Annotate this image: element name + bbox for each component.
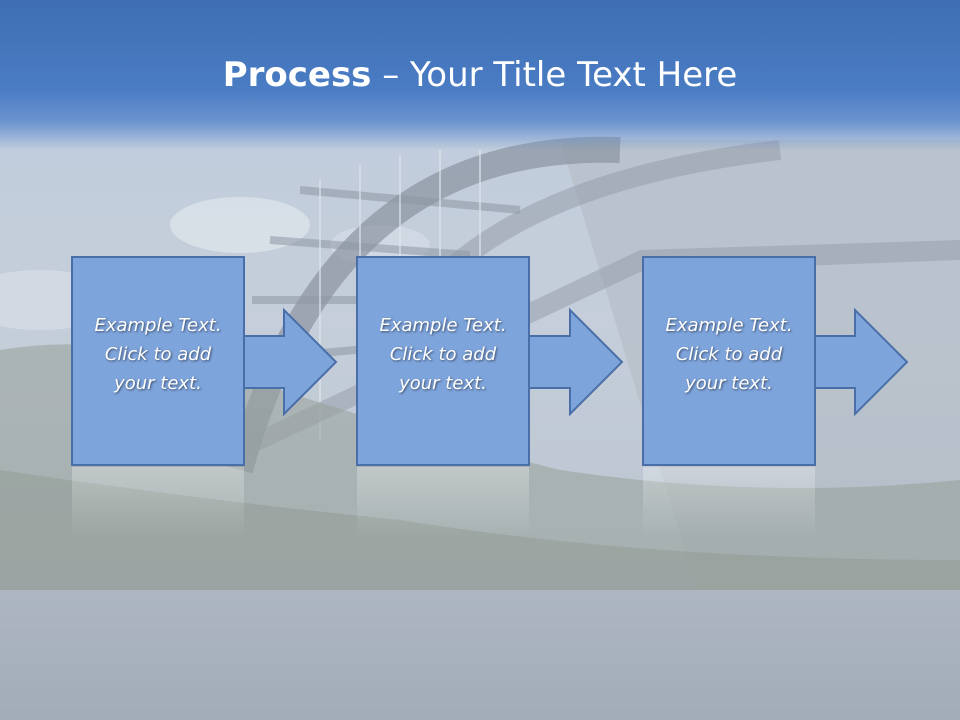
step-3-line-3: your text. (685, 373, 773, 394)
step-3-reflection (643, 467, 815, 537)
step-2-line-3: your text. (399, 373, 487, 394)
step-1-reflection (72, 467, 244, 537)
step-2-box (356, 256, 530, 466)
step-3-line-2: Click to add (675, 344, 783, 365)
process-step-2[interactable] (356, 256, 624, 537)
step-1-line-2: Click to add (104, 344, 212, 365)
step-3-line-1: Example Text. (665, 315, 793, 336)
process-step-3[interactable] (642, 256, 909, 537)
step-3-box (642, 256, 816, 466)
step-1-arrow (243, 307, 338, 417)
step-2-arrow (528, 307, 624, 417)
slide-title[interactable]: Process – Your Title Text Here (0, 52, 960, 98)
step-2-line-2: Click to add (389, 344, 497, 365)
step-3-arrow (814, 307, 909, 417)
step-1-text[interactable]: Example Text. Click to add your text. (72, 311, 244, 398)
process-step-1[interactable] (71, 256, 338, 537)
title-bar (0, 0, 960, 150)
step-1-box (71, 256, 245, 466)
title-bold: Process (222, 55, 372, 95)
step-2-line-1: Example Text. (379, 315, 507, 336)
title-rest: – Your Title Text Here (371, 55, 738, 95)
step-2-text[interactable]: Example Text. Click to add your text. (357, 311, 529, 398)
step-1-line-1: Example Text. (94, 315, 222, 336)
step-1-line-3: your text. (114, 373, 202, 394)
step-2-reflection (357, 467, 529, 537)
step-3-text[interactable]: Example Text. Click to add your text. (643, 311, 815, 398)
